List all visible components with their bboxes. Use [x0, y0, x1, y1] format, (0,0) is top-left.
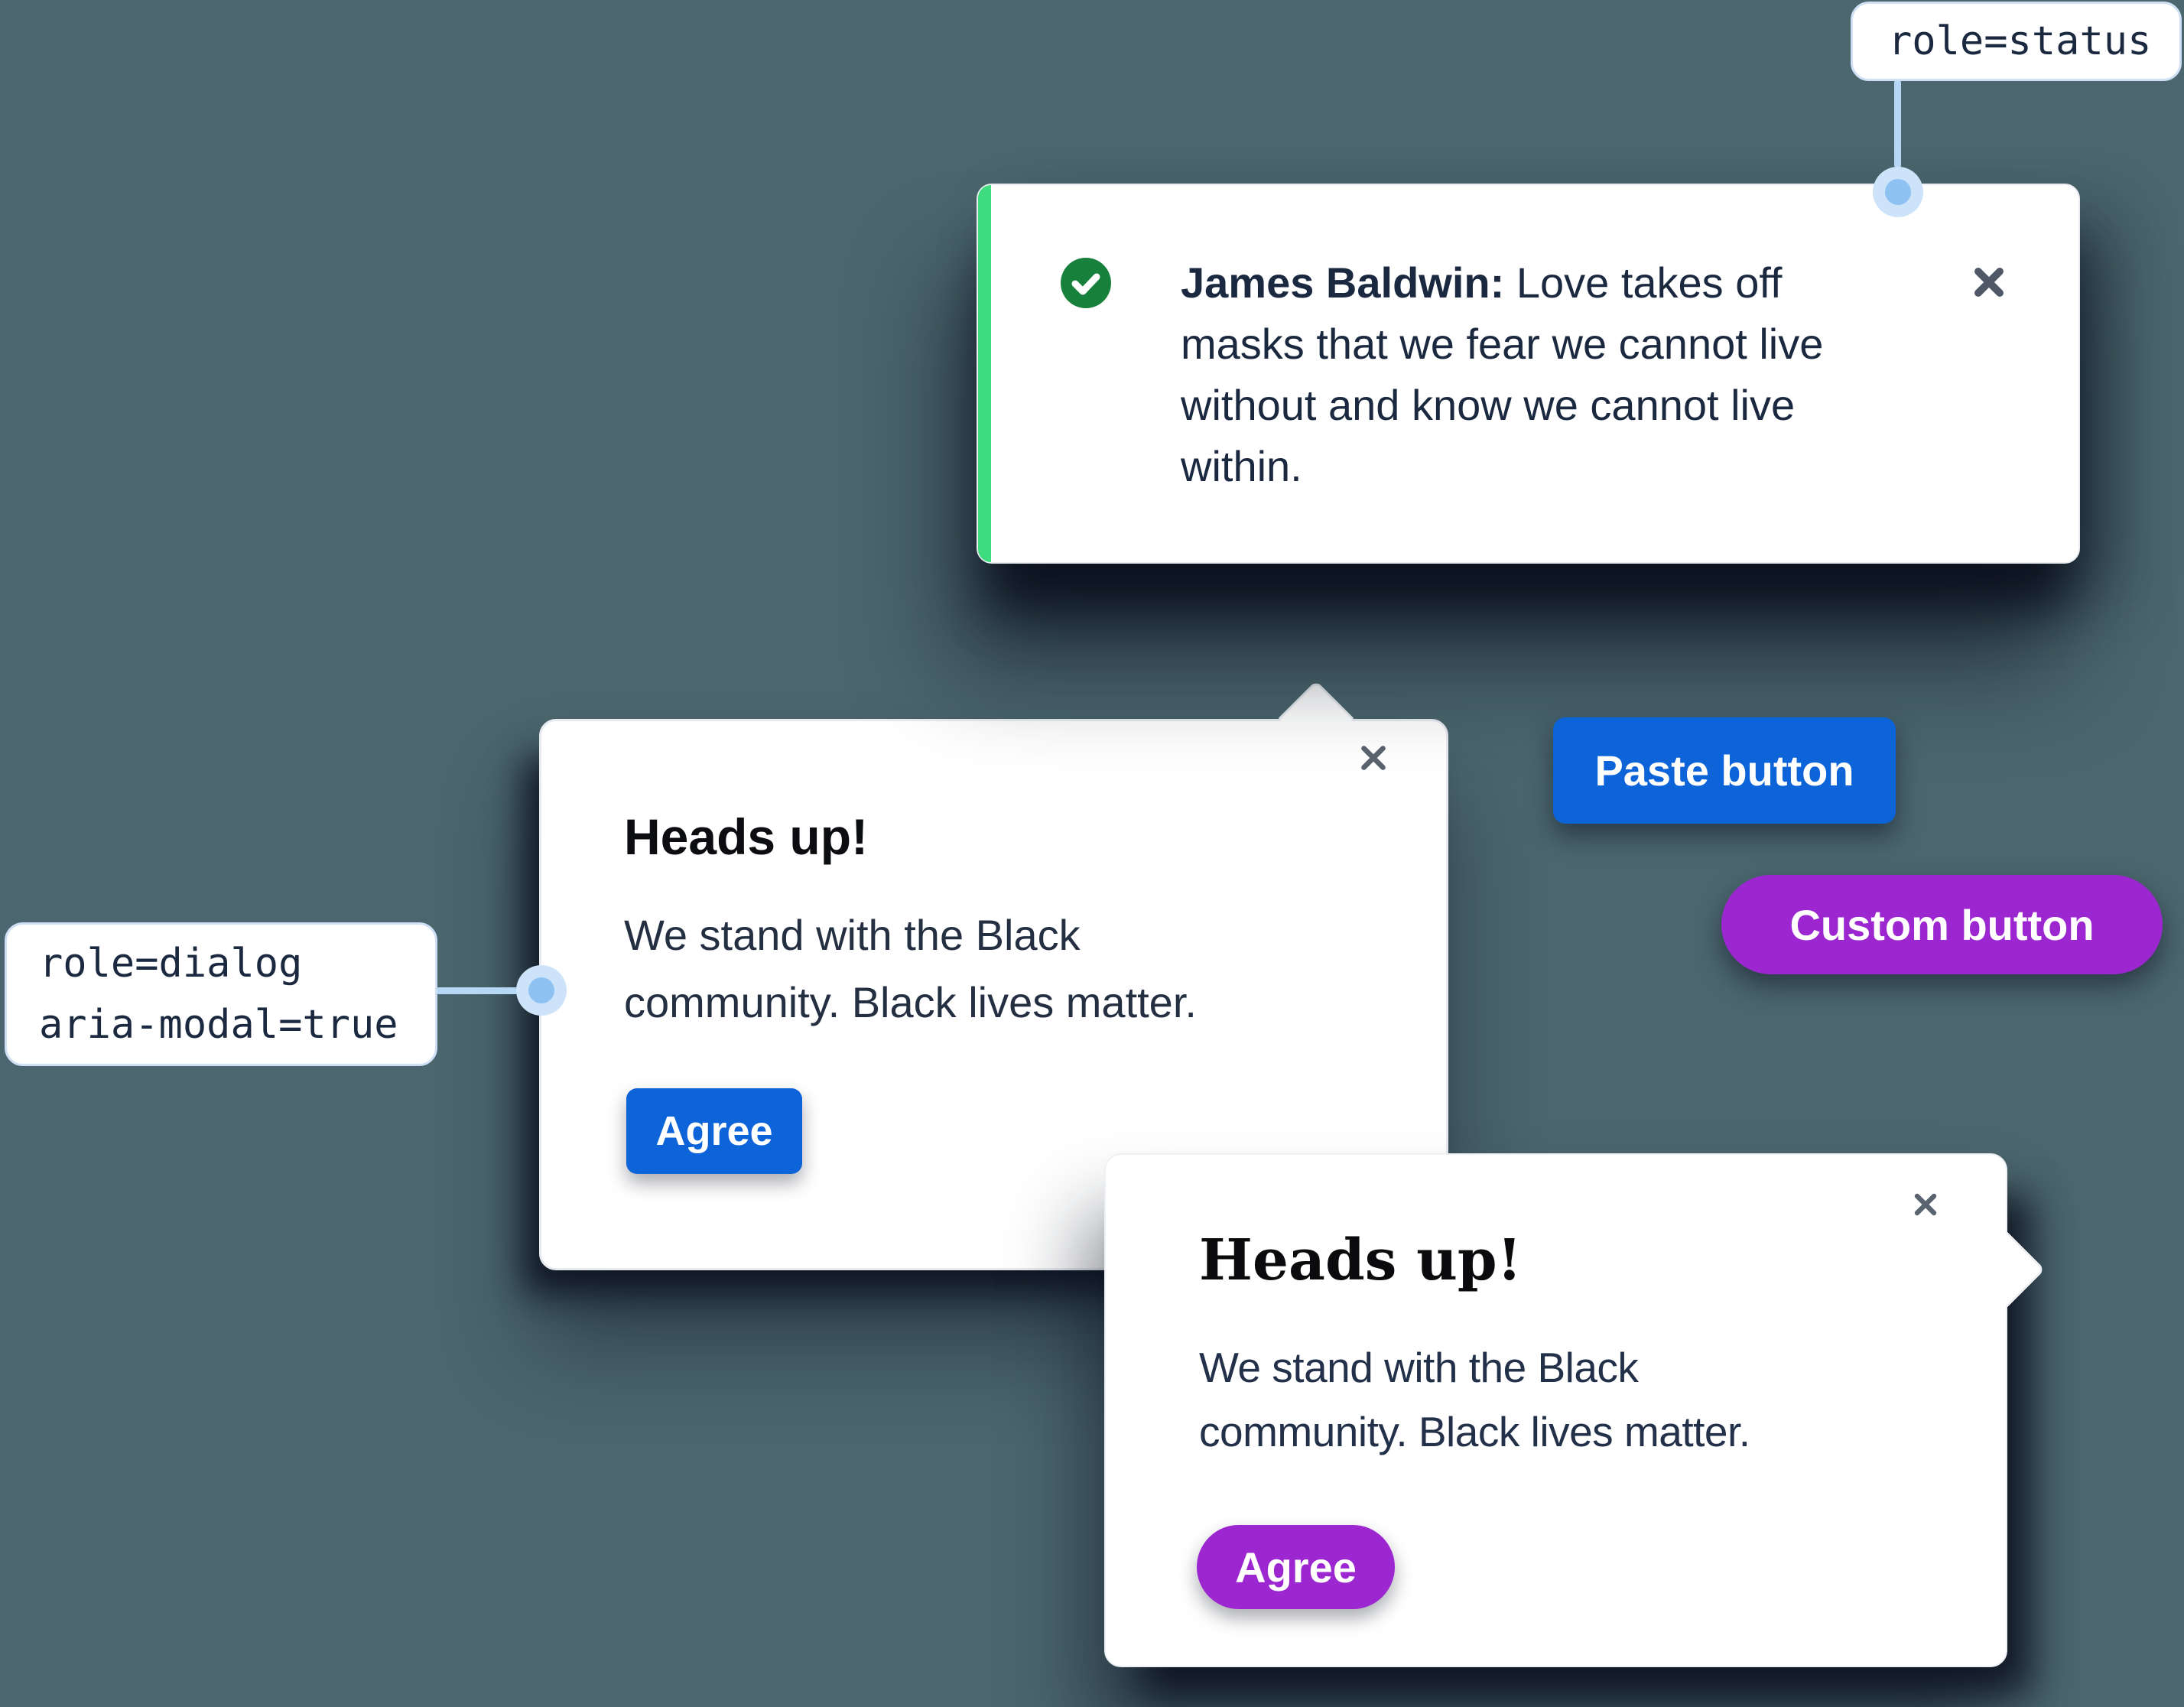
close-icon [1356, 746, 1391, 778]
toast-message-text: Love takes off masks that we fear we can… [1181, 258, 1824, 490]
annotation-role-dialog: role=dialog aria-modal=true [5, 922, 437, 1066]
toast-author: James Baldwin: [1181, 258, 1505, 307]
dialog-title: Heads up! [624, 808, 869, 865]
check-circle-icon [1061, 258, 1111, 308]
dialog-caret-up [1278, 680, 1354, 756]
toast-close-button[interactable] [1969, 262, 2009, 302]
popover-close-button[interactable] [1909, 1188, 1942, 1221]
toast-accent-bar [978, 185, 991, 562]
connector-line-status [1894, 80, 1901, 168]
popover-body: We stand with the Black community. Black… [1199, 1344, 1750, 1455]
close-icon [1969, 268, 2009, 304]
toast-message: James Baldwin: Love takes off masks that… [1181, 252, 1918, 497]
popover-caret-right [1969, 1231, 2046, 1308]
connector-line-dialog [436, 987, 518, 994]
anchor-dot-dialog-core [528, 977, 554, 1003]
custom-popover: Heads up! We stand with the Black commun… [1104, 1153, 2046, 1667]
paste-button[interactable]: Paste button [1553, 717, 1896, 824]
agree-button-primary[interactable]: Agree [626, 1088, 802, 1174]
anchor-dot-status [1873, 167, 1923, 217]
annotation-role-dialog-text: role=dialog aria-modal=true [39, 941, 398, 1048]
close-icon [1909, 1193, 1942, 1224]
popover-title: Heads up! [1199, 1227, 1523, 1293]
agree-button-custom[interactable]: Agree [1197, 1525, 1395, 1609]
annotation-role-status: role=status [1851, 2, 2182, 81]
anchor-dot-dialog [516, 965, 567, 1016]
custom-button[interactable]: Custom button [1721, 875, 2163, 974]
modal-dialog: Heads up! We stand with the Black commun… [539, 680, 1448, 1270]
dialog-body: We stand with the Black community. Black… [624, 911, 1197, 1026]
toast-notification: James Baldwin: Love takes off masks that… [977, 184, 2080, 564]
annotation-role-status-text: role=status [1888, 18, 2152, 64]
anchor-dot-status-core [1885, 179, 1911, 205]
dialog-close-button[interactable] [1356, 740, 1391, 775]
